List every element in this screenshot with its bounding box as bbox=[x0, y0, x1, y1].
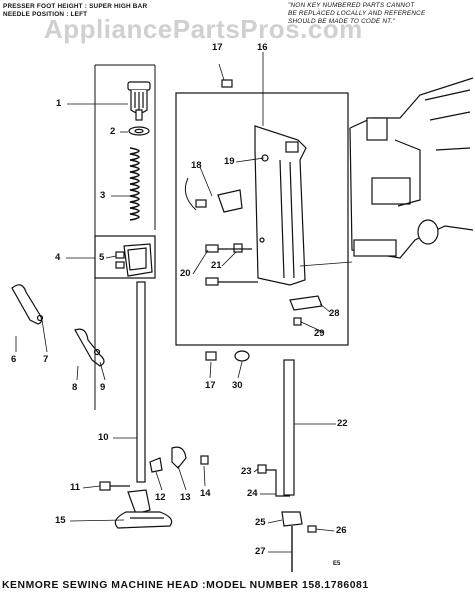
callout-17-lower: 17 bbox=[205, 380, 216, 391]
screw-21 bbox=[233, 243, 243, 253]
thumb-screw-clamp bbox=[171, 446, 187, 469]
screw-23 bbox=[257, 464, 267, 474]
presser-foot bbox=[114, 489, 173, 529]
machine-head-outline bbox=[349, 77, 474, 259]
plate-28 bbox=[289, 295, 323, 311]
watermark: AppliancePartsPros.com bbox=[44, 14, 363, 44]
callout-6: 6 bbox=[11, 354, 17, 365]
presser-bar-spring bbox=[129, 147, 140, 221]
presser-bar-guide bbox=[115, 243, 153, 277]
callout-20: 20 bbox=[180, 268, 191, 279]
callout-12: 12 bbox=[155, 492, 166, 503]
callout-11: 11 bbox=[70, 482, 81, 493]
presser-foot-height-note: PRESSER FOOT HEIGHT : SUPER HIGH BAR bbox=[3, 3, 148, 10]
callout-7: 7 bbox=[43, 354, 49, 365]
callout-13: 13 bbox=[180, 492, 191, 503]
presser-bar-knob bbox=[127, 81, 151, 121]
callout-14: 14 bbox=[200, 488, 211, 499]
guide-bracket-box bbox=[94, 235, 156, 279]
bracket-19 bbox=[217, 189, 243, 213]
callout-28: 28 bbox=[329, 308, 340, 319]
non-key-note-line3: SHOULD BE MADE TO CODE NT." bbox=[288, 18, 396, 25]
callout-25: 25 bbox=[255, 517, 266, 528]
callout-22: 22 bbox=[337, 418, 348, 429]
callout-26: 26 bbox=[336, 525, 347, 536]
callout-1: 1 bbox=[56, 98, 62, 109]
screw-29 bbox=[293, 317, 302, 326]
diagram-footer-title: KENMORE SEWING MACHINE HEAD :MODEL NUMBE… bbox=[2, 580, 369, 591]
screw-17-lower bbox=[205, 351, 217, 361]
needle-position-note: NEEDLE POSITION : LEFT bbox=[3, 11, 88, 18]
washer-2 bbox=[128, 126, 150, 136]
screw-20b bbox=[205, 277, 219, 286]
screw-17-upper bbox=[221, 79, 233, 88]
screw-26 bbox=[307, 525, 317, 533]
callout-15: 15 bbox=[55, 515, 66, 526]
non-key-note-line1: "NON KEY NUMBERED PARTS CANNOT bbox=[288, 2, 415, 9]
header-notes-left: PRESSER FOOT HEIGHT : SUPER HIGH BAR NEE… bbox=[3, 3, 147, 19]
callout-30: 30 bbox=[232, 380, 243, 391]
callout-21: 21 bbox=[211, 260, 222, 271]
callout-16: 16 bbox=[257, 42, 268, 53]
non-key-note-line2: BE REPLACED LOCALLY AND REFERENCE bbox=[288, 10, 426, 17]
needle-bar bbox=[283, 359, 295, 496]
callout-4: 4 bbox=[55, 252, 61, 263]
callout-24: 24 bbox=[247, 488, 258, 499]
release-lever bbox=[74, 328, 105, 367]
diagram-code: E5 bbox=[333, 561, 341, 567]
presser-bar bbox=[136, 281, 146, 483]
callout-17-upper: 17 bbox=[212, 42, 223, 53]
callout-8: 8 bbox=[72, 382, 78, 393]
callout-19: 19 bbox=[224, 156, 235, 167]
callout-18: 18 bbox=[191, 160, 202, 171]
callout-9: 9 bbox=[100, 382, 106, 393]
callout-2: 2 bbox=[110, 126, 116, 137]
callout-10: 10 bbox=[98, 432, 109, 443]
screw-18 bbox=[195, 199, 207, 208]
needle-clamp bbox=[281, 511, 303, 527]
callout-5: 5 bbox=[99, 252, 105, 263]
header-notes-right: "NON KEY NUMBERED PARTS CANNOT BE REPLAC… bbox=[288, 2, 473, 26]
washer-30 bbox=[234, 350, 250, 362]
callout-27: 27 bbox=[255, 546, 266, 557]
callout-3: 3 bbox=[100, 190, 106, 201]
screw-11 bbox=[99, 481, 111, 491]
thread-guide-24 bbox=[262, 469, 290, 497]
screw-14 bbox=[200, 455, 209, 465]
callout-23: 23 bbox=[241, 466, 252, 477]
needle-bar-assembly-box bbox=[175, 92, 349, 346]
callout-29: 29 bbox=[314, 328, 325, 339]
needle-bar-frame bbox=[254, 125, 307, 286]
